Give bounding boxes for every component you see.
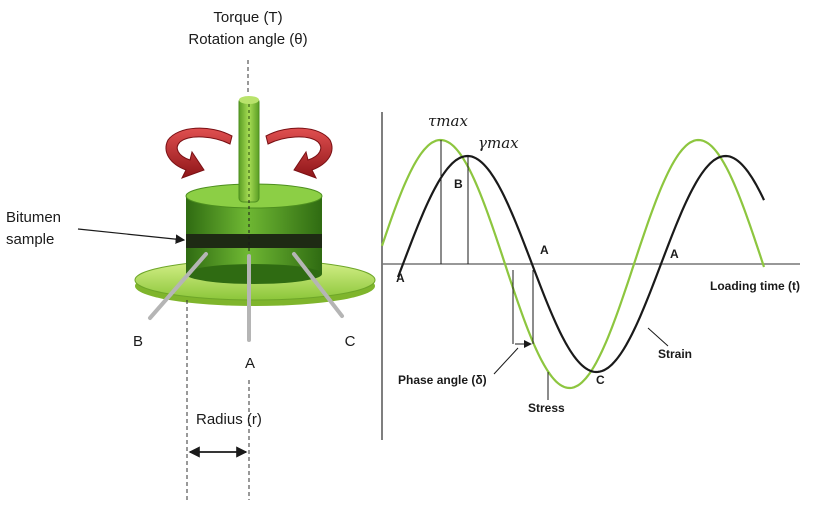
strain-pointer: [647, 327, 669, 347]
strain-curve: [396, 154, 765, 374]
rotation-arrow-left-icon: [165, 127, 233, 179]
pointer-c: [292, 252, 344, 318]
stress-label: Stress: [528, 401, 565, 415]
tau-max-label: τmax: [428, 112, 468, 130]
point-a2-label: A: [540, 243, 549, 257]
sample-cylinder: [185, 183, 323, 284]
point-a-label: A: [245, 355, 255, 372]
sample-pointer-arrow: [77, 228, 186, 244]
stress-strain-plot: τmax γmax A B A A C Loading time (t) Pha…: [380, 112, 800, 440]
rotating-shaft: [238, 96, 260, 203]
bitumen-label: Bitumen: [6, 209, 61, 226]
phase-angle-pointer: [493, 347, 519, 375]
torque-label: Torque (T): [213, 9, 282, 26]
strain-label: Strain: [658, 347, 692, 361]
phase-angle-label: Phase angle (δ): [398, 373, 487, 387]
rheometer-illustration: Torque (T) Rotation angle (θ): [6, 9, 376, 500]
point-a1-label: A: [396, 271, 405, 285]
point-c-label-plot: C: [596, 373, 605, 387]
rotation-arrow-right-icon: [265, 127, 333, 179]
stress-curve: [380, 138, 766, 390]
sample-label: sample: [6, 231, 54, 248]
point-b-label-plot: B: [454, 177, 463, 191]
point-a3-label: A: [670, 247, 679, 261]
point-b-label: B: [133, 333, 143, 350]
point-c-label: C: [345, 333, 356, 350]
loading-time-label: Loading time (t): [710, 279, 800, 293]
radius-label: Radius (r): [196, 411, 262, 428]
pointer-b: [148, 252, 208, 320]
rotation-angle-label: Rotation angle (θ): [188, 31, 307, 48]
gamma-max-label: γmax: [478, 134, 519, 152]
